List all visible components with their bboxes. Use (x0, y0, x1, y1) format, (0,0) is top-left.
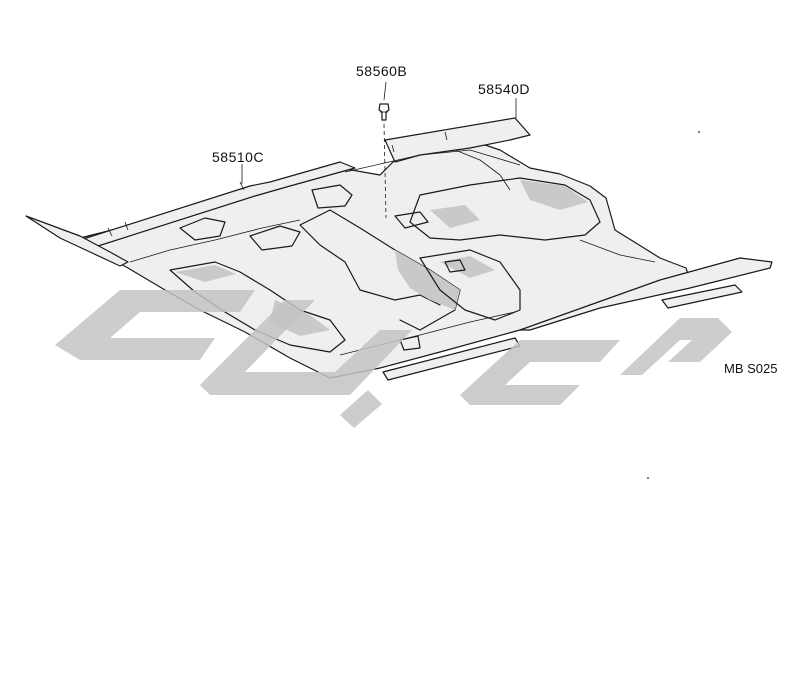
seat-mount-center (249, 225, 301, 251)
figure-code: MB S025 (724, 361, 777, 376)
right-sill-strip (519, 257, 773, 331)
clip-part (378, 103, 390, 219)
rear-seat-area (409, 177, 601, 241)
speck (647, 477, 649, 479)
front-right-footwell (419, 249, 521, 321)
front-sill-strip (79, 161, 356, 247)
seat-mount-rear (311, 184, 353, 209)
rear-sill-strip (384, 117, 531, 163)
logo-watermark-icon (55, 290, 732, 428)
label-clip: 58560B (356, 63, 407, 79)
clip-icon (378, 103, 390, 121)
leader-lines (241, 81, 517, 184)
label-carpet-front: 58510C (212, 149, 264, 165)
seat-mount-left (179, 217, 226, 241)
label-carpet-rear: 58540D (478, 81, 530, 97)
left-nose (25, 215, 129, 267)
part-labels: 58560B 58540D 58510C MB S025 (212, 63, 777, 376)
speck (698, 131, 700, 133)
clip-install-line (383, 123, 387, 219)
right-rear-tab (661, 284, 743, 309)
clip-hole-pad (394, 211, 429, 229)
